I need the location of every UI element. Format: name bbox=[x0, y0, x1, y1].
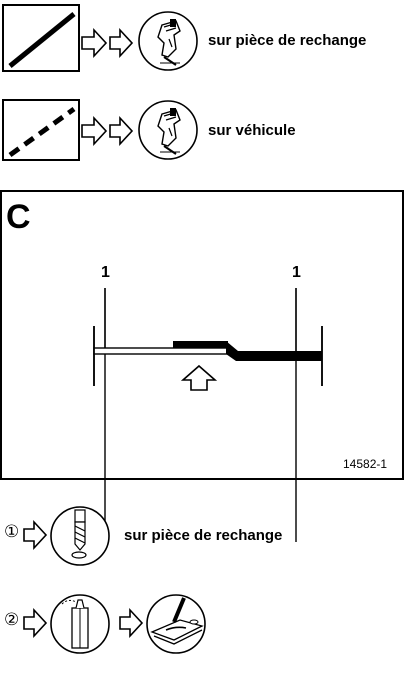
outline-arrow-up-icon bbox=[180, 364, 218, 391]
outline-arrow-right-icon bbox=[23, 519, 48, 551]
drill-bit-icon bbox=[50, 506, 110, 566]
sealant-tube-icon bbox=[50, 594, 110, 654]
outline-arrow-right-icon bbox=[109, 115, 134, 147]
vehicle-label: sur véhicule bbox=[208, 122, 296, 139]
step-2-number: ② bbox=[4, 610, 20, 630]
grinder-tool-icon bbox=[138, 100, 198, 160]
outline-arrow-right-icon bbox=[109, 27, 134, 59]
spare-part-label: sur pièce de rechange bbox=[208, 32, 367, 49]
outline-arrow-right-icon bbox=[81, 27, 108, 59]
outline-arrow-right-icon bbox=[119, 607, 144, 639]
sealant-application-icon bbox=[146, 594, 206, 654]
reference-label-left: 1 bbox=[101, 264, 110, 281]
outline-arrow-right-icon bbox=[23, 607, 48, 639]
dashed-cut-line-icon bbox=[2, 99, 80, 161]
grinder-tool-icon bbox=[138, 11, 198, 71]
step-1-label: sur pièce de rechange bbox=[124, 527, 283, 544]
step-1-number: ① bbox=[4, 522, 20, 542]
outline-arrow-right-icon bbox=[81, 115, 108, 147]
figure-number: 14582-1 bbox=[343, 457, 388, 471]
solid-cut-line-icon bbox=[2, 4, 80, 72]
panel-letter: C bbox=[6, 198, 31, 236]
reference-label-right: 1 bbox=[292, 264, 301, 281]
